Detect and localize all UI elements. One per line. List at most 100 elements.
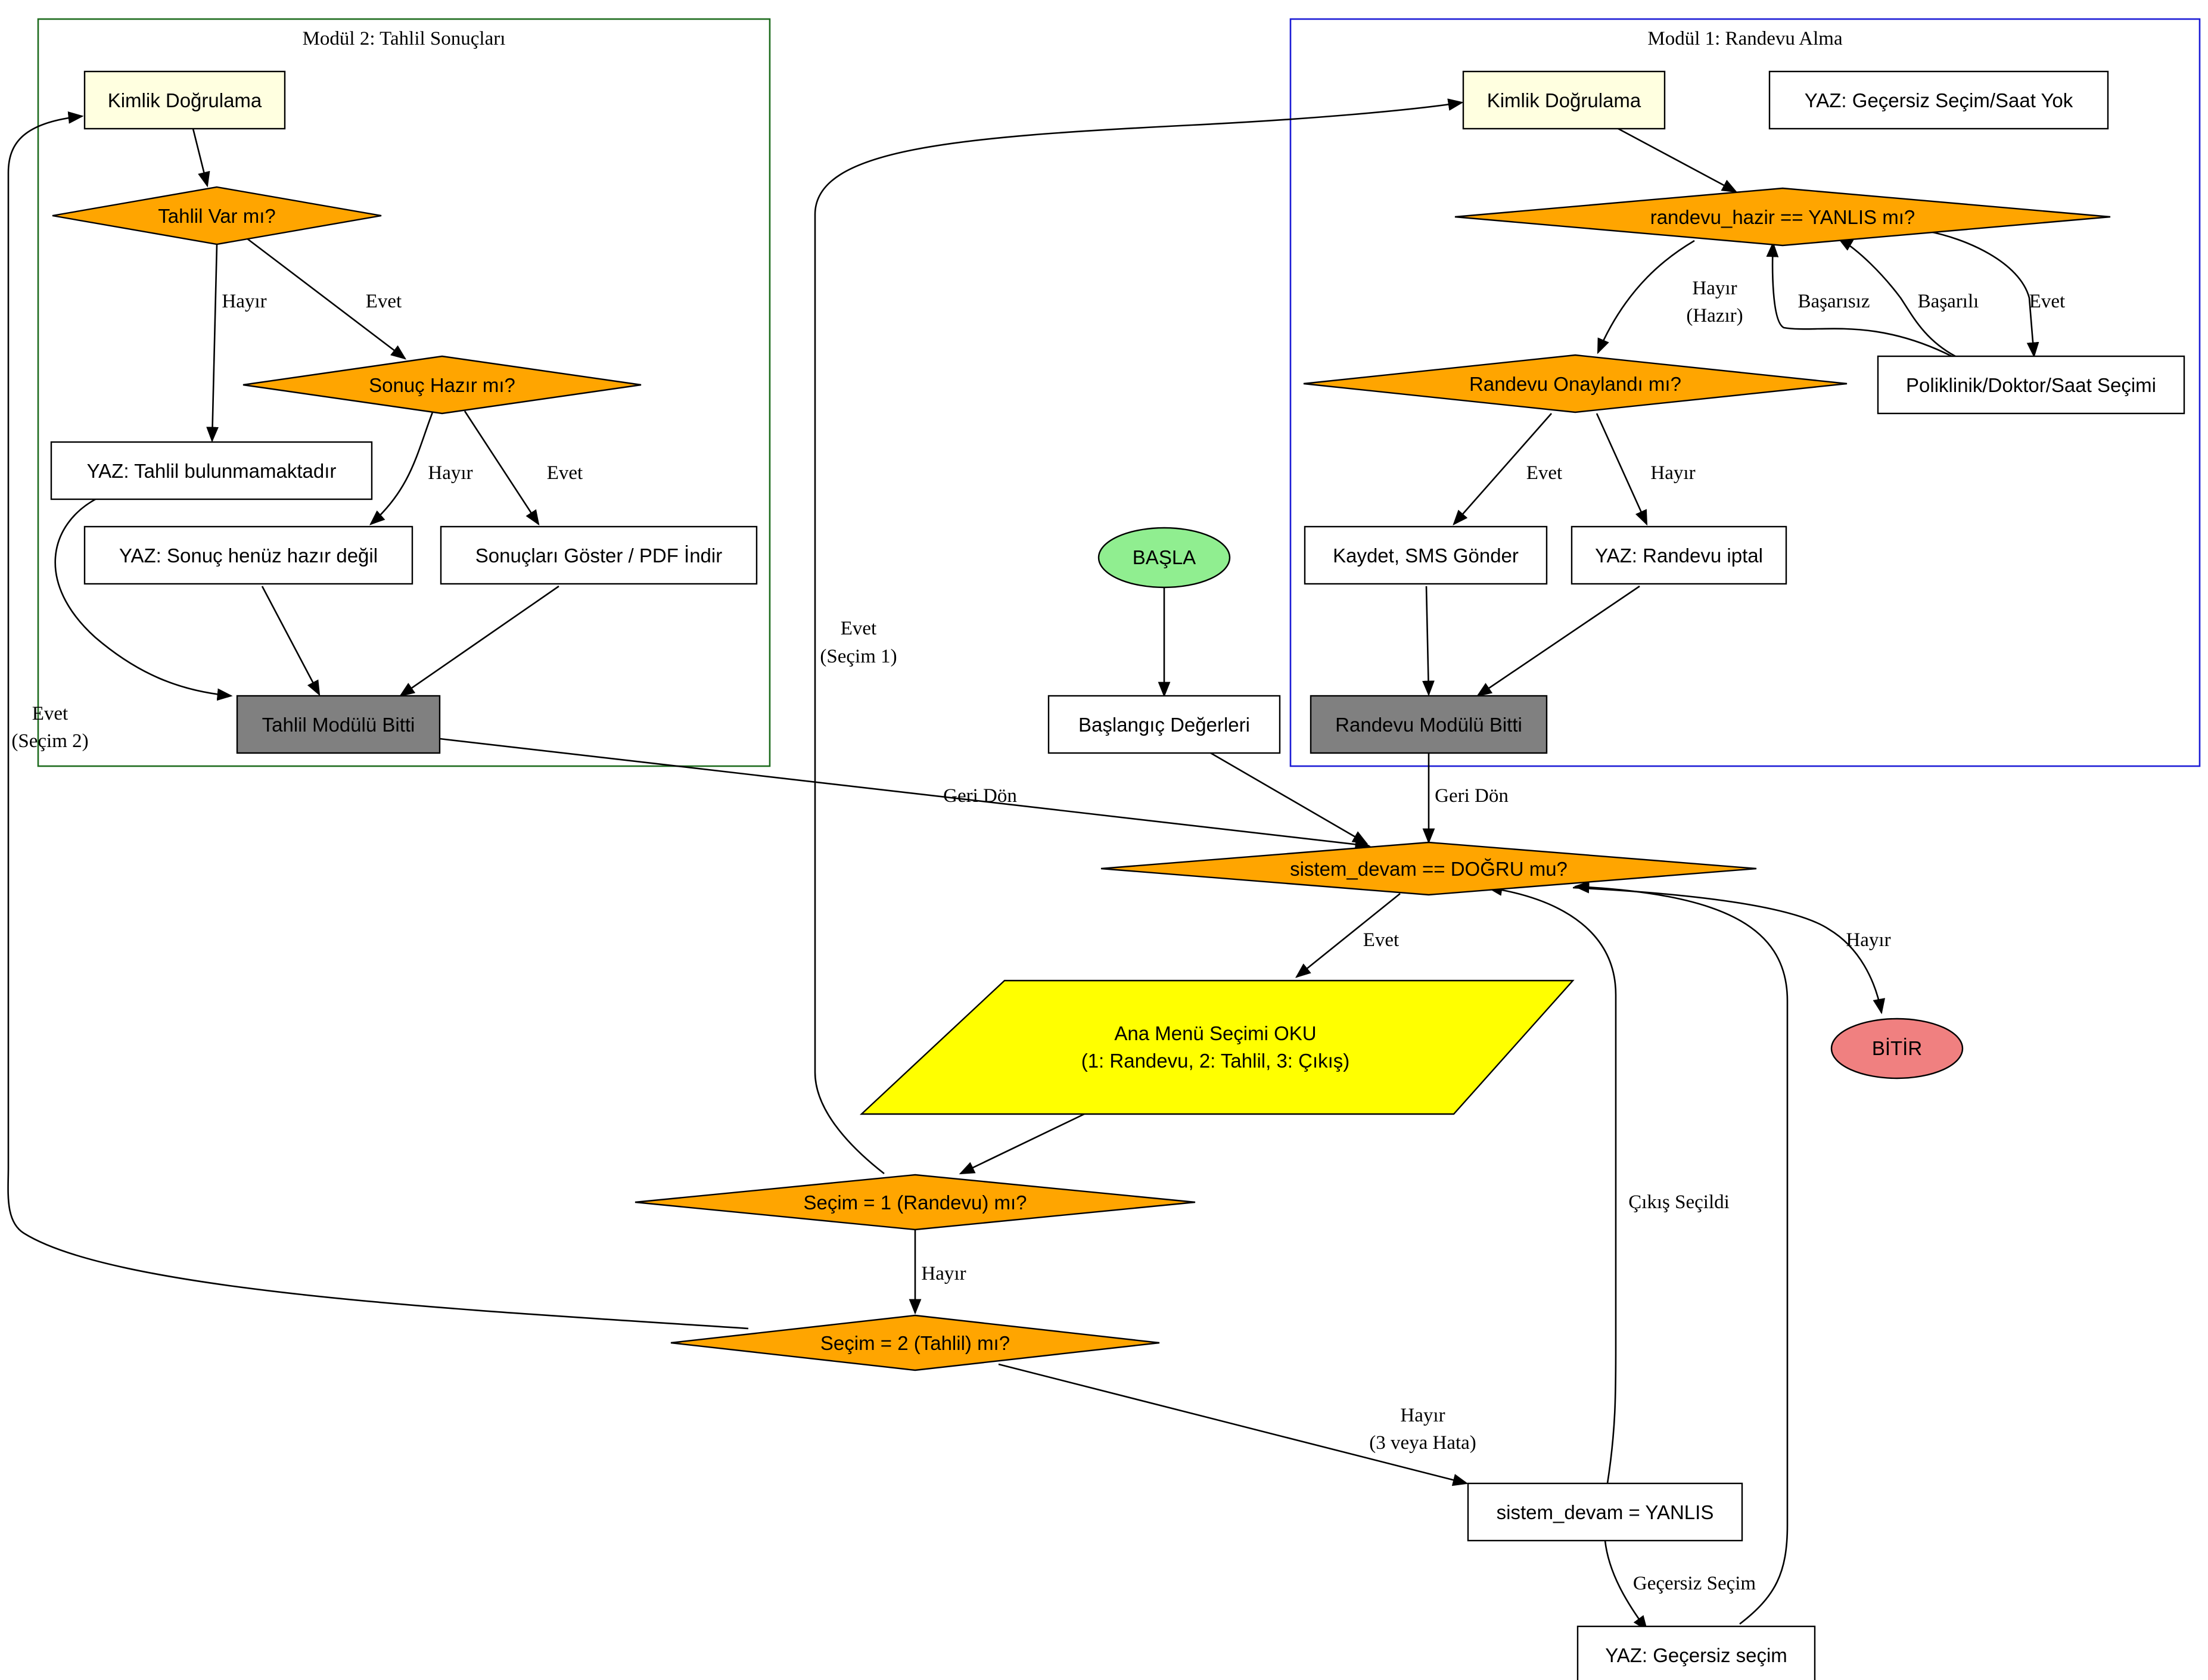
m1-auth-node[interactable]: Kimlik Doğrulama (1462, 70, 1666, 130)
svg-text:YAZ: Geçersiz Seçim/Saat Yok: YAZ: Geçersiz Seçim/Saat Yok (1805, 89, 2073, 111)
svg-text:Kaydet, SMS Gönder: Kaydet, SMS Gönder (1333, 545, 1519, 567)
init-node[interactable]: Başlangıç Değerleri (1047, 695, 1281, 754)
svg-text:Sonuç Hazır mı?: Sonuç Hazır mı? (369, 374, 515, 396)
edge-m2done-loop (439, 738, 1371, 851)
edge-label-loop-yes: Evet (1363, 929, 1399, 951)
cluster-module-1: Modül 1: Randevu Alma (1289, 18, 2201, 767)
edge-loop-menu (1295, 892, 1401, 978)
svg-text:Sonuçları Göster / PDF İndir: Sonuçları Göster / PDF İndir (475, 545, 722, 567)
edge-select-ready-fail (1766, 241, 1952, 357)
m1-invalid-slot-node[interactable]: YAZ: Geçersiz Seçim/Saat Yok (1768, 70, 2109, 130)
edge-label-loop-no: Hayır (1846, 929, 1890, 951)
edge-label-m1-not-ready: Hayır (1692, 278, 1737, 299)
nodes: BAŞLA Başlangıç Değerleri sistem_devam =… (50, 70, 2185, 1680)
svg-text:YAZ: Sonuç henüz hazır değil: YAZ: Sonuç henüz hazır değil (119, 545, 378, 567)
edge-label-choice2-yes: Evet (32, 703, 68, 724)
edge-label-m2-yes: Evet (366, 291, 402, 312)
edge-m2auth-hastest (192, 128, 210, 188)
edge-invalid-loop (1573, 881, 1789, 1625)
svg-text:Tahlil Var mı?: Tahlil Var mı? (158, 205, 275, 227)
svg-text:Kimlik Doğrulama: Kimlik Doğrulama (1487, 89, 1641, 111)
m2-not-found-node[interactable]: YAZ: Tahlil bulunmamaktadır (50, 441, 373, 500)
edge-label-m1-conf-no: Hayır (1650, 462, 1695, 484)
edge-select-ready-success (1837, 237, 1956, 357)
invalid-choice-node[interactable]: YAZ: Geçersiz seçim (1576, 1625, 1816, 1680)
choice2-decision[interactable]: Seçim = 2 (Tahlil) mı? (670, 1314, 1160, 1371)
m2-done-node[interactable]: Tahlil Modülü Bitti (236, 695, 441, 754)
edge-label-m1-conf-yes: Evet (1526, 462, 1562, 484)
m1-done-node[interactable]: Randevu Modülü Bitti (1310, 695, 1548, 754)
edge-label-m1-fail: Başarısız (1798, 291, 1870, 312)
svg-text:Ana Menü Seçimi OKU: Ana Menü Seçimi OKU (1114, 1022, 1316, 1044)
edge-resultready-show (464, 410, 540, 526)
edge-choice1-m1auth (814, 98, 1464, 1175)
edge-label-m2-ready-yes: Evet (547, 462, 583, 484)
start-node[interactable]: BAŞLA (1097, 527, 1231, 589)
svg-text:sistem_devam == DOĞRU mu?: sistem_devam == DOĞRU mu? (1290, 858, 1568, 880)
m1-cancel-node[interactable]: YAZ: Randevu iptal (1571, 525, 1787, 585)
edge-labels: Geri Dön Geri Dön Evet Hayır Evet (Seçim… (11, 278, 2065, 1594)
m2-result-ready-decision[interactable]: Sonuç Hazır mı? (242, 355, 642, 415)
end-node[interactable]: BİTİR (1830, 1018, 1964, 1079)
svg-text:YAZ: Tahlil bulunmamaktadır: YAZ: Tahlil bulunmamaktadır (87, 460, 337, 482)
edge-confirmed-save (1453, 413, 1552, 525)
m1-confirmed-decision[interactable]: Randevu Onaylandı mı? (1303, 354, 1848, 413)
edge-confirmed-cancel (1596, 413, 1648, 526)
edge-choice2-m2auth (7, 111, 749, 1330)
svg-text:YAZ: Randevu iptal: YAZ: Randevu iptal (1595, 545, 1763, 567)
svg-text:Seçim = 1 (Randevu) mı?: Seçim = 1 (Randevu) mı? (803, 1191, 1027, 1214)
edge-choice2-setfalse (998, 1363, 1469, 1486)
svg-text:randevu_hazir == YANLIS mı?: randevu_hazir == YANLIS mı? (1650, 206, 1915, 228)
m1-save-node[interactable]: Kaydet, SMS Gönder (1304, 525, 1548, 585)
edge-label-m1-not-ready-detail: (Hazır) (1686, 305, 1743, 326)
edge-label-choice1-no: Hayır (921, 1263, 966, 1284)
m2-has-test-decision[interactable]: Tahlil Var mı? (52, 186, 382, 245)
svg-text:Başlangıç Değerleri: Başlangıç Değerleri (1078, 714, 1250, 736)
svg-text:sistem_devam = YANLIS: sistem_devam = YANLIS (1497, 1501, 1714, 1523)
edge-save-m1done (1422, 586, 1435, 696)
edge-label-choice2-no-detail: (3 veya Hata) (1369, 1432, 1476, 1454)
edge-label-m2-no: Hayır (222, 291, 266, 312)
edge-resultready-notready (369, 412, 434, 525)
edge-label-m1-back: Geri Dön (1435, 785, 1509, 807)
edge-ready-confirmed (1597, 239, 1695, 354)
m2-show-node[interactable]: Sonuçları Göster / PDF İndir (440, 525, 758, 585)
menu-read-input[interactable]: Ana Menü Seçimi OKU (1: Randevu, 2: Tahl… (859, 979, 1575, 1115)
edge-m1auth-ready (1618, 127, 1738, 193)
edge-setfalse-loop (1486, 883, 1617, 1484)
m1-select-node[interactable]: Poliklinik/Doktor/Saat Seçimi (1877, 355, 2185, 415)
edge-label-exit-selected: Çıkış Seçildi (1628, 1191, 1730, 1213)
edge-label-choice1-yes-detail: (Seçim 1) (820, 646, 897, 667)
edge-label-m2-ready-no: Hayır (428, 462, 472, 484)
m1-ready-decision[interactable]: randevu_hazir == YANLIS mı? (1454, 187, 2111, 247)
m2-not-ready-node[interactable]: YAZ: Sonuç henüz hazır değil (83, 525, 413, 585)
svg-text:Kimlik Doğrulama: Kimlik Doğrulama (108, 89, 262, 111)
m2-auth-node[interactable]: Kimlik Doğrulama (83, 70, 286, 130)
svg-text:Randevu Onaylandı mı?: Randevu Onaylandı mı? (1469, 373, 1681, 395)
edge-menu-choice1 (959, 1113, 1085, 1175)
edge-label-choice2-no: Hayır (1400, 1405, 1445, 1426)
set-false-node[interactable]: sistem_devam = YANLIS (1467, 1482, 1743, 1542)
edge-loop-end (1572, 886, 1886, 1015)
svg-text:Poliklinik/Doktor/Saat Seçimi: Poliklinik/Doktor/Saat Seçimi (1906, 374, 2156, 396)
edge-label-invalid-choice: Geçersiz Seçim (1633, 1573, 1756, 1594)
edges (7, 98, 2039, 1632)
svg-text:BAŞLA: BAŞLA (1133, 546, 1196, 568)
svg-text:Tahlil Modülü Bitti: Tahlil Modülü Bitti (262, 714, 415, 736)
svg-text:Randevu Modülü Bitti: Randevu Modülü Bitti (1335, 714, 1522, 736)
svg-text:(1: Randevu, 2: Tahlil, 3: Çık: (1: Randevu, 2: Tahlil, 3: Çıkış) (1081, 1050, 1350, 1072)
svg-text:YAZ: Geçersiz seçim: YAZ: Geçersiz seçim (1605, 1644, 1787, 1666)
choice1-decision[interactable]: Seçim = 1 (Randevu) mı? (635, 1174, 1196, 1231)
edge-label-m2-back: Geri Dön (943, 785, 1017, 807)
edge-notfound-m2done (54, 497, 233, 701)
cluster-module-2: Modül 2: Tahlil Sonuçları (37, 18, 771, 767)
edge-label-m1-success: Başarılı (1918, 291, 1979, 312)
loop-check-decision[interactable]: sistem_devam == DOĞRU mu? (1100, 841, 1757, 896)
edge-show-m2done (399, 585, 559, 697)
edge-cancel-m1done (1476, 585, 1640, 697)
cluster-module-1-label: Modül 1: Randevu Alma (1647, 28, 1843, 49)
edge-init-loop (1210, 752, 1369, 845)
edge-label-choice2-yes-detail: (Seçim 2) (11, 730, 88, 752)
svg-text:BİTİR: BİTİR (1872, 1037, 1922, 1059)
